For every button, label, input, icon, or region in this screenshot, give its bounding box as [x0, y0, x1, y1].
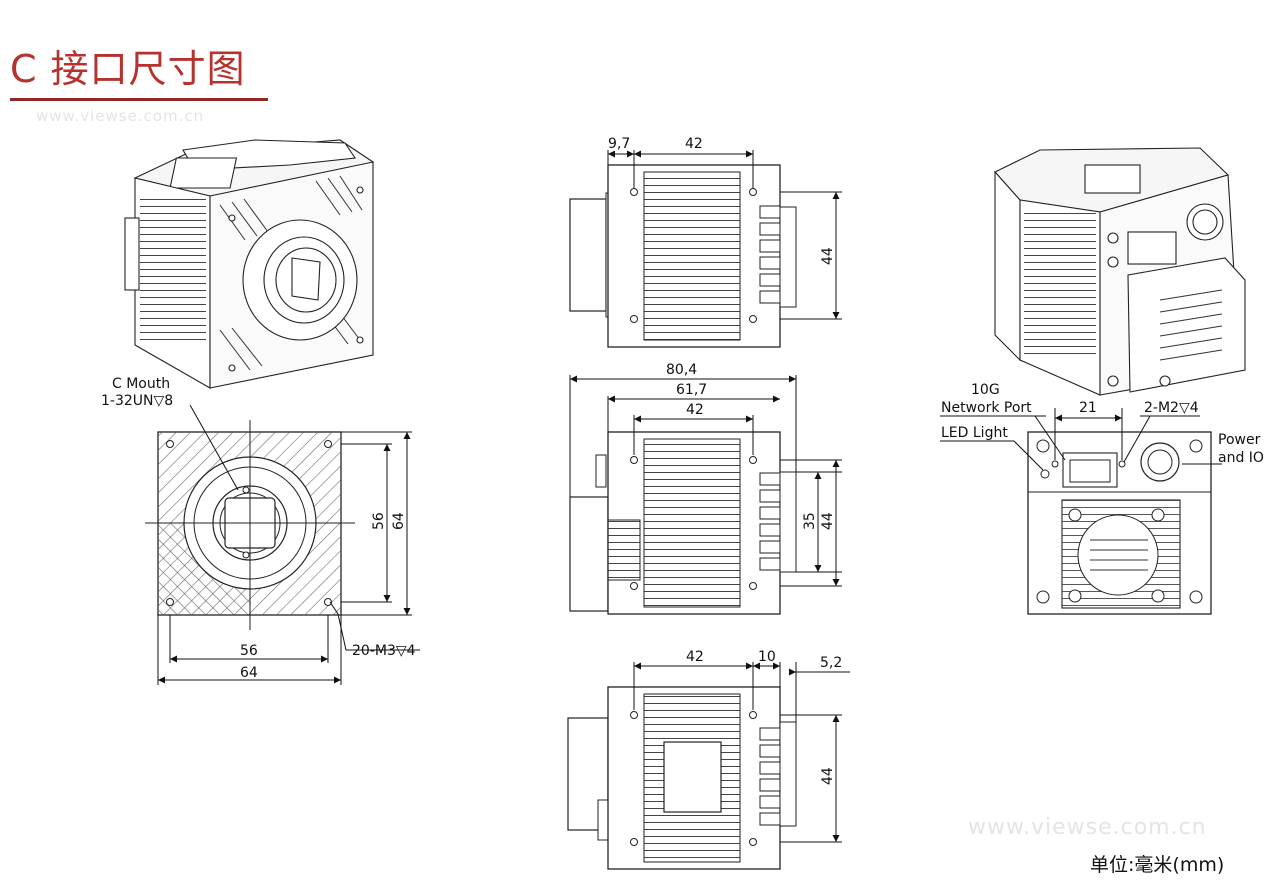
bottom-dim-10: 10 [758, 649, 776, 665]
watermark-top: www.viewse.com.cn [36, 107, 205, 125]
bottom-view: 42 10 5,2 44 [567, 649, 850, 870]
rear-dim-21: 21 [1079, 400, 1097, 416]
bottom-dim-44: 44 [820, 767, 836, 785]
thread-label: 1-32UN▽8 [101, 393, 173, 409]
m2-screw-label: 2-M2▽4 [1144, 400, 1199, 416]
screw-label: 20-M3▽4 [352, 643, 416, 659]
iso-rear-view [994, 147, 1246, 396]
dim-64-horizontal: 64 [240, 665, 258, 681]
side-dim-44: 44 [820, 512, 836, 530]
side-view: 80,4 61,7 42 35 44 [569, 362, 842, 615]
and-io-label: and IO [1218, 450, 1264, 466]
top-view: 9,7 42 44 [569, 136, 842, 348]
title-underline [10, 98, 268, 101]
dim-56-horizontal: 56 [240, 643, 258, 659]
watermark-bottom: www.viewse.com.cn [968, 815, 1207, 840]
front-view: C Mouth 1-32UN▽8 20-M3▽4 56 64 56 64 [101, 376, 420, 685]
side-dim-42: 42 [686, 402, 704, 418]
side-dim-61-7: 61,7 [676, 382, 707, 398]
page-title: C 接口尺寸图 [10, 47, 246, 91]
c-mouth-label: C Mouth [112, 376, 170, 392]
top-dim-9-7: 9,7 [608, 136, 630, 152]
bottom-dim-42: 42 [686, 649, 704, 665]
dim-64-vertical: 64 [391, 512, 407, 530]
bottom-dim-5-2: 5,2 [820, 655, 842, 671]
side-dim-80-4: 80,4 [666, 362, 697, 378]
unit-label: 单位:毫米(mm) [1090, 854, 1225, 876]
ten-g-label: 10G [971, 382, 1000, 398]
top-dim-42: 42 [685, 136, 703, 152]
top-dim-44: 44 [820, 247, 836, 265]
led-light-label: LED Light [941, 425, 1008, 441]
rear-view: 10G Network Port LED Light 21 2-M2▽4 Pow… [940, 382, 1264, 615]
iso-front-view [124, 139, 375, 389]
dim-56-vertical: 56 [371, 512, 387, 530]
network-port-label: Network Port [941, 400, 1032, 416]
power-label: Power [1218, 432, 1261, 448]
side-dim-35: 35 [802, 512, 818, 530]
